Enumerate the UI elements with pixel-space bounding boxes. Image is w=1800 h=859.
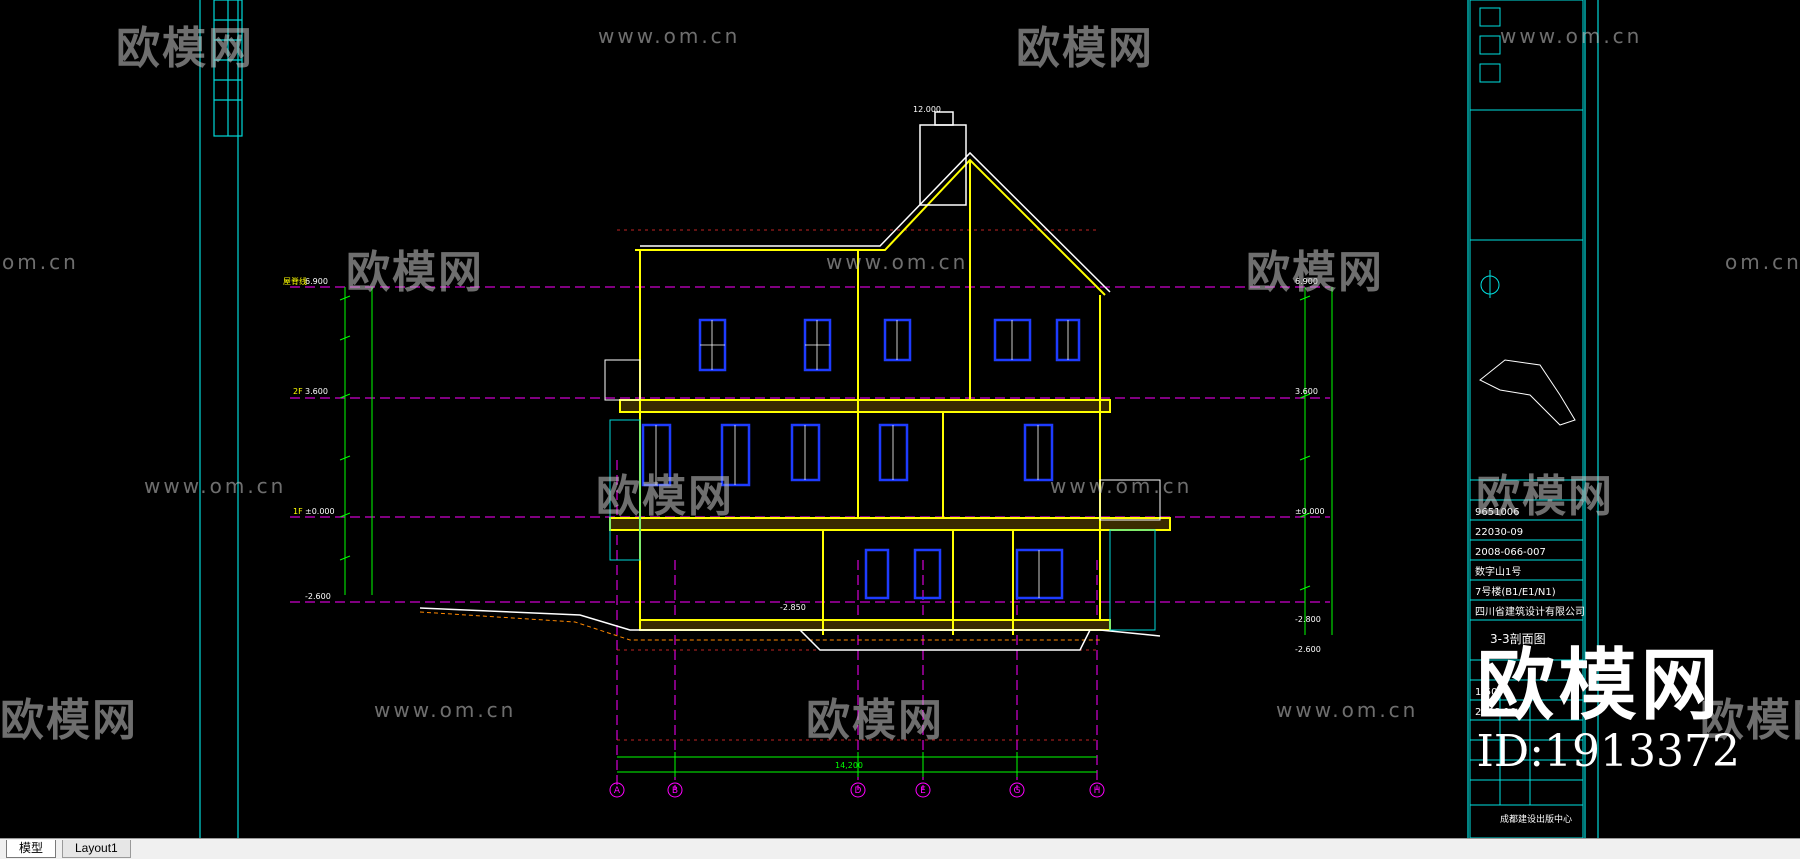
watermark-logo: 欧模网: [1246, 247, 1384, 298]
drawing-frame: [199, 0, 1599, 838]
level-prefix-1f: 1F: [293, 507, 303, 516]
tb-row-scale: 1:50: [1475, 687, 1497, 698]
title-block-text: 9651006 22030-09 2008-066-007 数字山1号 7号楼(…: [1475, 507, 1585, 825]
layout-tab-bar: 模型 Layout1: [0, 838, 1800, 859]
watermark-logo: 欧模网: [116, 23, 254, 74]
axis-labels: A B D E G H: [614, 786, 1100, 796]
watermark-url-short: om.cn: [2, 250, 79, 274]
watermark-logo: 欧模网: [1016, 23, 1154, 74]
right-level-ground: -2.800: [1295, 615, 1321, 624]
right-level-2f: 3.600: [1295, 387, 1318, 396]
watermark-logo: 欧模网: [1700, 695, 1800, 746]
watermark-logo: 欧模网: [1476, 471, 1614, 522]
level-prefix-2f: 2F: [293, 387, 303, 396]
dimension-lines: [339, 287, 1333, 777]
watermark-logo: 欧模网: [0, 695, 138, 746]
floor-level-note: -2.850: [780, 603, 806, 612]
watermark-url: www.om.cn: [1276, 698, 1419, 722]
section-drawing: 9651006 22030-09 2008-066-007 数字山1号 7号楼(…: [199, 0, 1599, 838]
tb-footer: 成都建设出版中心: [1500, 813, 1572, 825]
tb-row-5: 7号楼(B1/E1/N1): [1475, 585, 1556, 598]
level-prefix-labels: 屋脊线 2F 1F: [283, 276, 307, 516]
window-mullions: [655, 320, 1069, 598]
watermark-url: www.om.cn: [374, 698, 517, 722]
right-level-basement: -2.600: [1295, 645, 1321, 654]
tab-layout1[interactable]: Layout1: [62, 840, 131, 858]
watermark-big-logo: 欧模网: [1476, 641, 1723, 731]
watermark-logo: 欧模网: [596, 471, 734, 522]
right-level-roof: 6.900: [1295, 277, 1318, 286]
level-label-basement: -2.600: [305, 592, 331, 601]
axis-label-g: G: [1014, 786, 1021, 796]
watermark-url: www.om.cn: [144, 474, 287, 498]
watermark-url-short: om.cn: [1725, 250, 1800, 274]
axis-label-h: H: [1094, 786, 1101, 796]
right-level-1f: ±0.000: [1295, 507, 1325, 516]
building-section: [419, 111, 1171, 651]
watermark-url: www.om.cn: [826, 250, 969, 274]
dimension-total: 14,200: [835, 761, 863, 770]
watermark-logo: 欧模网: [346, 247, 484, 298]
watermark-url: www.om.cn: [1050, 474, 1193, 498]
ridge-level-label: 12.000: [913, 105, 941, 114]
tb-row-2: 22030-09: [1475, 527, 1523, 538]
axis-label-b: B: [672, 786, 678, 796]
watermark-logo: 欧模网: [806, 695, 944, 746]
axis-label-a: A: [614, 786, 621, 796]
axis-markers: [609, 782, 1105, 798]
watermark-id-block: 欧模网 ID:1913372: [1477, 646, 1740, 778]
watermark-id: ID:1913372: [1476, 726, 1740, 777]
axis-label-e: E: [920, 786, 926, 796]
cad-model-viewport[interactable]: 9651006 22030-09 2008-066-007 数字山1号 7号楼(…: [0, 0, 1800, 838]
tb-drawing-title: 3-3剖面图: [1490, 632, 1546, 646]
tb-row-date: 2008.10: [1475, 707, 1516, 718]
level-labels: 6.900 3.600 ±0.000 -2.600 12.000 -2.850 …: [305, 105, 1325, 770]
watermark-url: www.om.cn: [1500, 24, 1643, 48]
level-label-1f: ±0.000: [305, 507, 335, 516]
tb-row-4: 数字山1号: [1475, 565, 1521, 578]
tb-row-1: 9651006: [1475, 507, 1520, 518]
level-label-roof: 6.900: [305, 277, 328, 286]
watermark-url: www.om.cn: [598, 24, 741, 48]
level-label-2f: 3.600: [305, 387, 328, 396]
tab-model[interactable]: 模型: [6, 840, 57, 858]
tb-row-3: 2008-066-007: [1475, 547, 1546, 558]
title-block: [1469, 0, 1584, 838]
level-prefix-roof: 屋脊线: [283, 276, 307, 286]
axis-label-d: D: [855, 786, 862, 796]
tb-row-6: 四川省建筑设计有限公司: [1475, 605, 1585, 618]
